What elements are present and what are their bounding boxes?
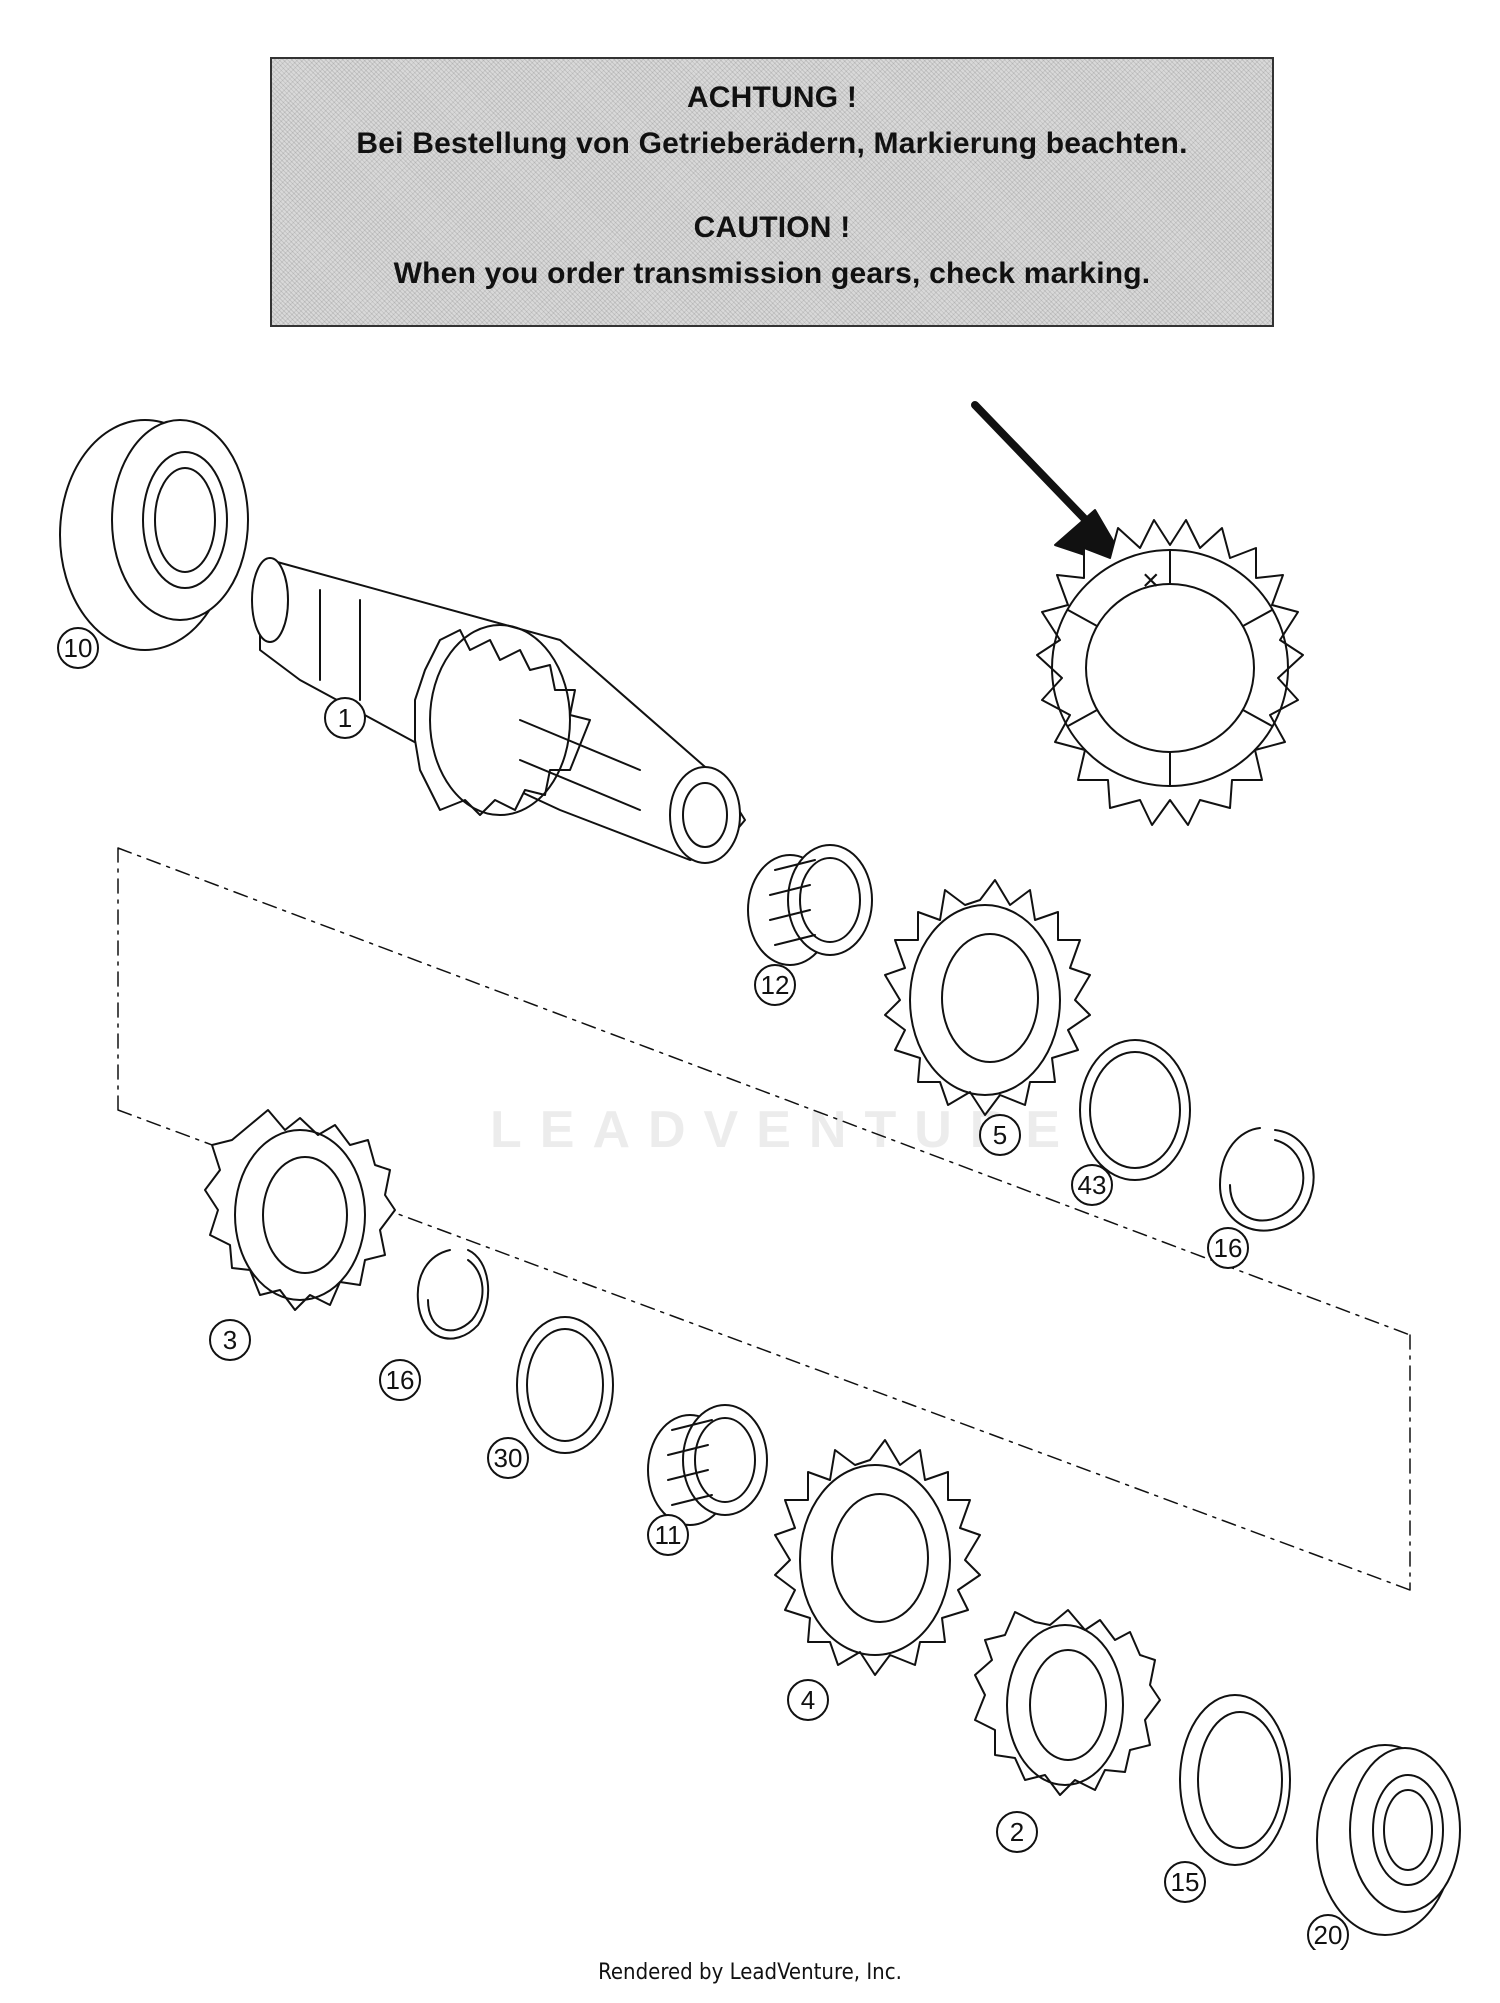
footer-credit: Rendered by LeadVenture, Inc. — [598, 1960, 902, 1985]
notice-de-text: Bei Bestellung von Getrieberädern, Marki… — [356, 127, 1188, 160]
gear-4-icon — [774, 1439, 981, 1676]
notice-box: ACHTUNG ! Bei Bestellung von Getrieberäd… — [270, 57, 1274, 327]
callout-11-label: 11 — [655, 1520, 682, 1550]
marking-x-label: × — [1142, 564, 1160, 597]
callout-16a-circle — [1207, 1227, 1249, 1269]
callout-15-circle — [1164, 1861, 1206, 1903]
washer-15-icon — [1179, 1694, 1291, 1866]
callout-12-label: 12 — [761, 970, 790, 1000]
callout-12-circle — [754, 964, 796, 1006]
marked-gear-detail-icon — [1036, 519, 1304, 826]
callout-1-label: 1 — [338, 703, 352, 733]
arrow-pointer-icon — [971, 401, 1131, 571]
notice-de-title: ACHTUNG ! — [686, 81, 858, 114]
callout-10-label: 10 — [64, 633, 93, 663]
callout-20-label: 20 — [1314, 1920, 1343, 1950]
needle-bearing-11-icon — [647, 1404, 768, 1526]
callout-30-label: 30 — [494, 1443, 523, 1473]
callout-1-circle — [324, 697, 366, 739]
callout-4-label: 4 — [801, 1685, 815, 1715]
callout-10-circle — [57, 627, 99, 669]
callout-5-circle — [979, 1114, 1021, 1156]
callout-16b-label: 16 — [386, 1365, 415, 1395]
callout-20-circle — [1307, 1914, 1349, 1950]
watermark-text: LEADVENTURE — [490, 1101, 1079, 1159]
notice-en-title: CAUTION ! — [693, 211, 851, 244]
callout-43-circle — [1071, 1164, 1113, 1206]
bearing-20-icon — [1316, 1744, 1461, 1936]
callout-3-circle — [209, 1319, 251, 1361]
main-shaft-1-icon — [251, 557, 746, 864]
circlip-16-upper-icon — [1219, 1127, 1315, 1232]
gear-2-icon — [974, 1609, 1161, 1796]
callout-2-circle — [996, 1811, 1038, 1853]
shim-30-icon — [516, 1316, 614, 1454]
bearing-10-icon — [59, 419, 249, 651]
exploded-view-diagram: × 10 1 12 5 43 16 3 16 30 11 4 2 15 20 — [57, 401, 1461, 1950]
needle-bearing-12-icon — [747, 844, 873, 966]
gear-5-icon — [884, 879, 1091, 1116]
assembly-outline — [117, 847, 1411, 1591]
callout-11-circle — [647, 1514, 689, 1556]
notice-en-text: When you order transmission gears, check… — [393, 257, 1151, 290]
gear-3-icon — [204, 1109, 396, 1311]
callout-5-label: 5 — [993, 1120, 1007, 1150]
callout-15-label: 15 — [1171, 1867, 1200, 1897]
callout-43-label: 43 — [1078, 1170, 1107, 1200]
callout-4-circle — [787, 1679, 829, 1721]
callout-3-label: 3 — [223, 1325, 237, 1355]
callout-16b-circle — [379, 1359, 421, 1401]
callout-2-label: 2 — [1010, 1817, 1024, 1847]
circlip-16-lower-icon — [416, 1249, 490, 1340]
callout-16a-label: 16 — [1214, 1233, 1243, 1263]
shim-43-icon — [1079, 1039, 1191, 1181]
callout-30-circle — [487, 1437, 529, 1479]
